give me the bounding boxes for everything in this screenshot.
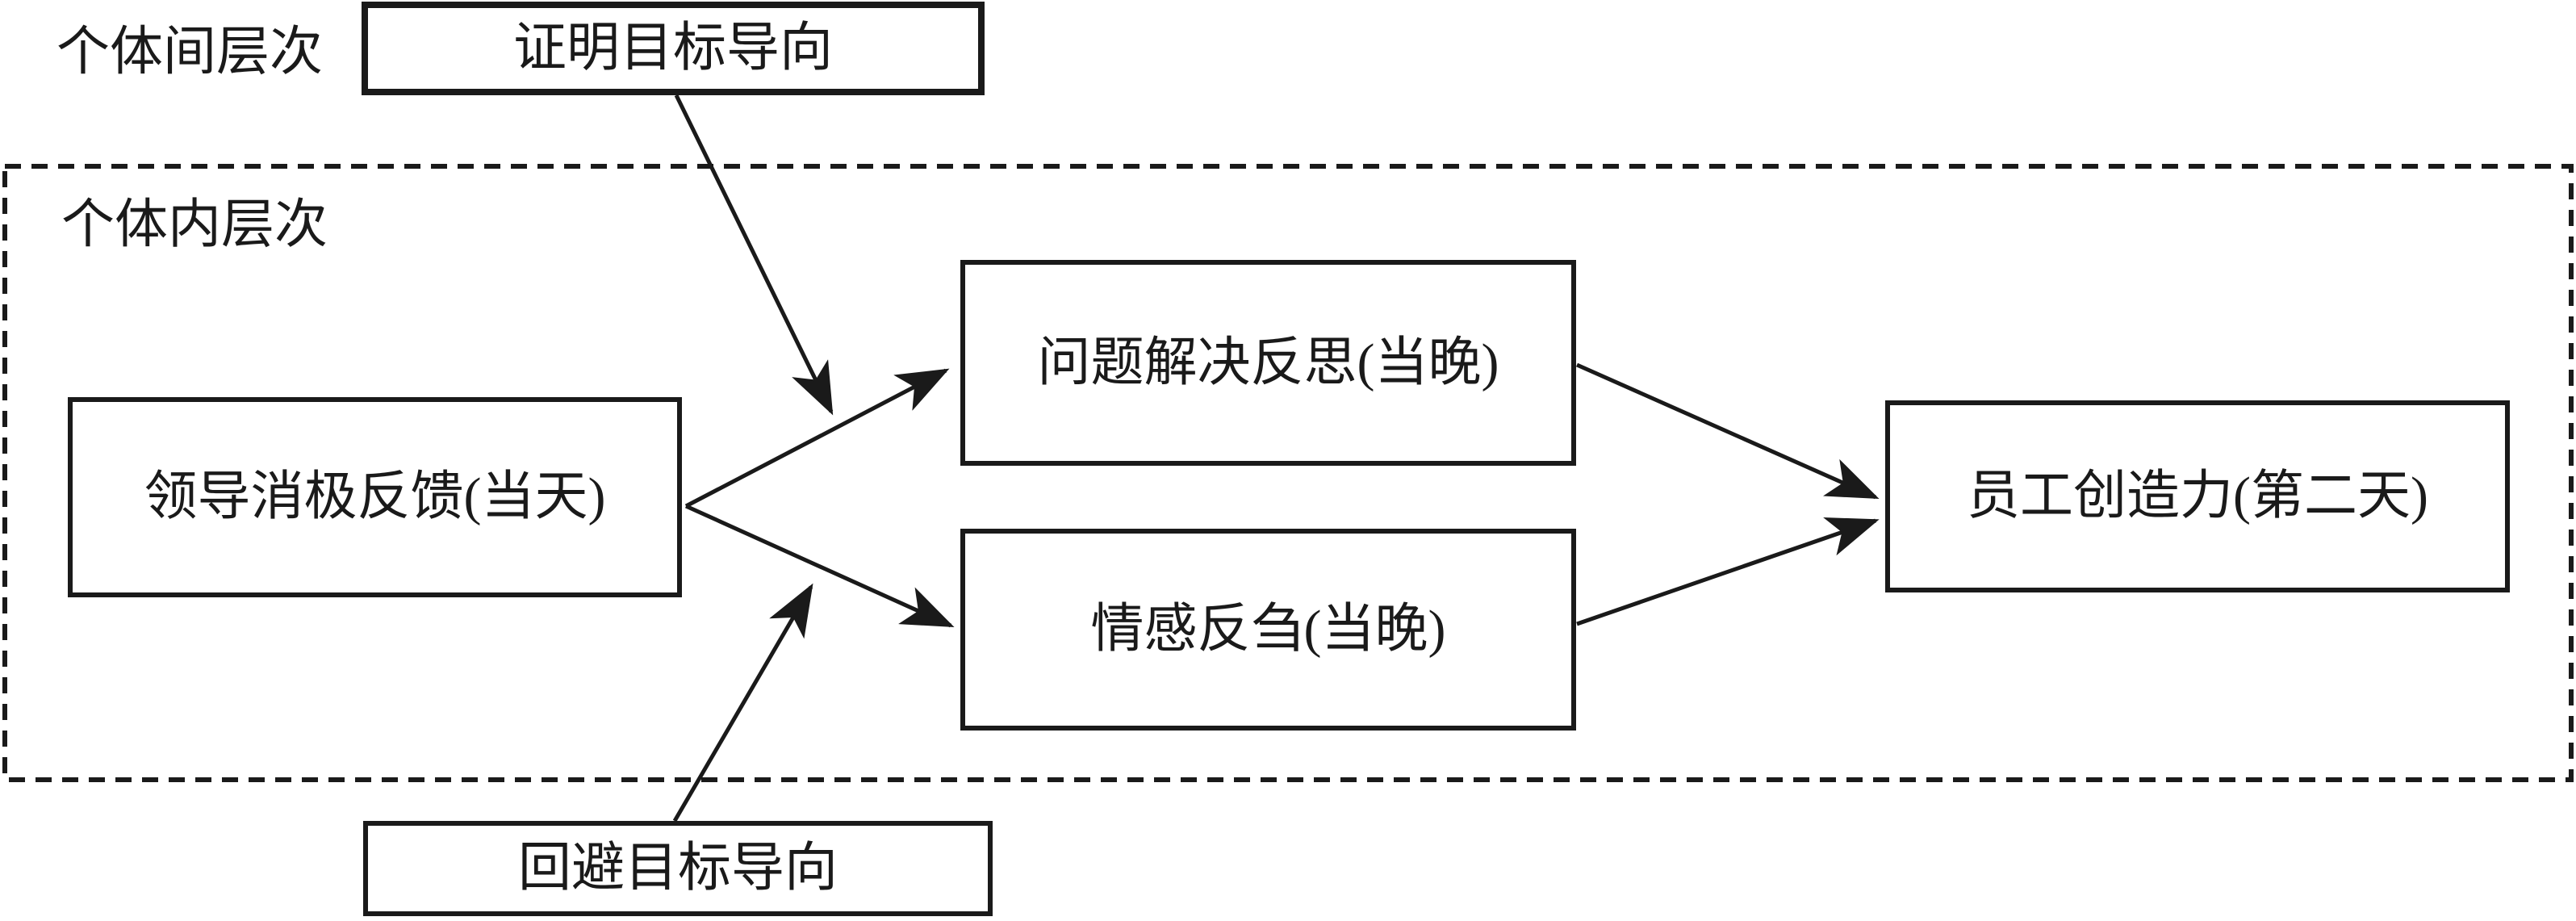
- between-level-label: 个体间层次: [56, 23, 323, 82]
- edge-rumination-to-creativity: [1576, 517, 1880, 626]
- within-level-boundary: [2, 164, 2574, 782]
- node-prove-goal-orientation: 证明目标导向: [362, 2, 985, 95]
- within-level-label: 个体内层次: [61, 195, 328, 254]
- node-avoidance-goal-orientation: 回避目标导向: [363, 821, 993, 916]
- edge-reflection-to-creativity: [1575, 362, 1880, 500]
- node-affective-rumination: 情感反刍(当晚): [960, 529, 1576, 731]
- edge-feedback-to-rumination: [684, 504, 955, 628]
- node-employee-creativity: 员工创造力(第二天): [1885, 400, 2510, 592]
- node-problem-solving-reflection: 问题解决反思(当晚): [960, 260, 1576, 466]
- edge-feedback-to-reflection: [684, 368, 950, 509]
- edge-avoid-moderation: [672, 583, 813, 823]
- node-leader-negative-feedback: 领导消极反馈(当天): [68, 397, 682, 597]
- edge-prove-moderation: [674, 94, 834, 416]
